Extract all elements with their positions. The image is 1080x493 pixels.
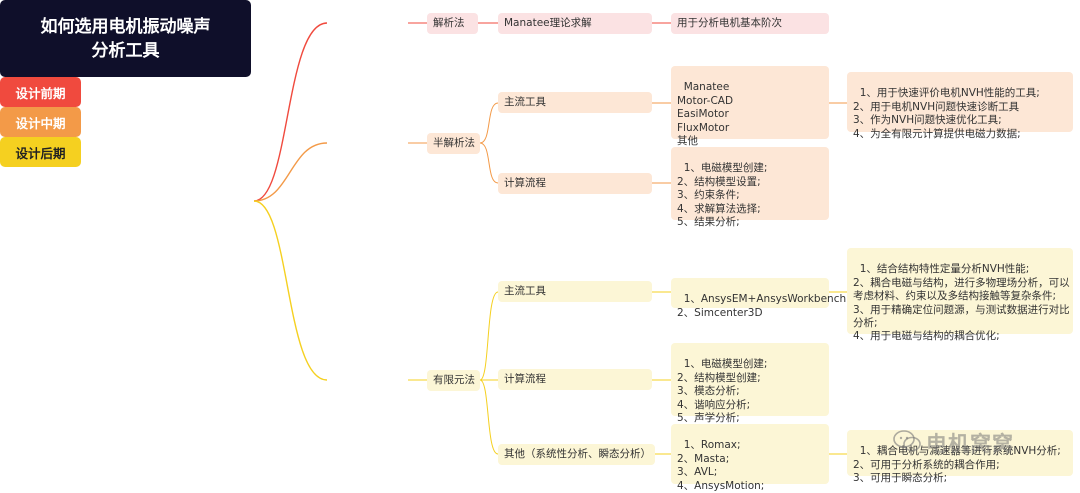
stage3-other-label: 其他（系统性分析、瞬态分析）	[498, 444, 655, 465]
stage1-desc: 用于分析电机基本阶次	[671, 13, 829, 34]
root-title: 如何选用电机振动噪声 分析工具	[40, 16, 211, 61]
stage3-tools-desc: 1、结合结构特性定量分析NVH性能; 2、耦合电磁与结构，进行多物理场分析，可以…	[847, 248, 1073, 342]
stage3-method: 有限元法	[427, 370, 480, 391]
stage-late-design: 设计后期	[0, 137, 81, 167]
stage2-tools-list: Manatee Motor-CAD EasiMotor FluxMotor 其他	[671, 66, 829, 147]
stage3-tools-label: 主流工具	[498, 281, 652, 302]
watermark: 电机窝窝	[926, 432, 1014, 456]
stage2-tools-label: 主流工具	[498, 92, 652, 113]
wechat-icon	[893, 430, 921, 452]
stage-early-design: 设计前期	[0, 77, 81, 107]
stage-late-label: 设计后期	[15, 145, 66, 161]
stage-early-label: 设计前期	[15, 85, 66, 101]
stage3-other-desc: 1、耦合电机与减速器等进行系统NVH分析; 2、可用于分析系统的耦合作用; 3、…	[847, 430, 1073, 484]
stage1-method: 解析法	[427, 13, 478, 34]
stage3-flow-label: 计算流程	[498, 369, 652, 390]
stage2-flow-list: 1、电磁模型创建; 2、结构模型设置; 3、约束条件; 4、求解算法选择; 5、…	[671, 147, 829, 228]
stage2-flow-label: 计算流程	[498, 173, 652, 194]
stage3-tools-list: 1、AnsysEM+AnsysWorkbench 2、Simcenter3D	[671, 278, 846, 319]
stage-mid-label: 设计中期	[15, 115, 66, 131]
stage3-flow-list: 1、电磁模型创建; 2、结构模型创建; 3、模态分析; 4、谐响应分析; 5、声…	[671, 343, 829, 424]
stage3-other-tools: 1、Romax; 2、Masta; 3、AVL; 4、AnsysMotion;	[671, 424, 829, 492]
root-topic: 如何选用电机振动噪声 分析工具	[0, 0, 251, 77]
stage2-tools-desc: 1、用于快速评价电机NVH性能的工具; 2、用于电机NVH问题快速诊断工具 3、…	[847, 72, 1073, 140]
stage2-method: 半解析法	[427, 133, 480, 154]
stage-mid-design: 设计中期	[0, 107, 81, 137]
stage1-tool: Manatee理论求解	[498, 13, 652, 34]
